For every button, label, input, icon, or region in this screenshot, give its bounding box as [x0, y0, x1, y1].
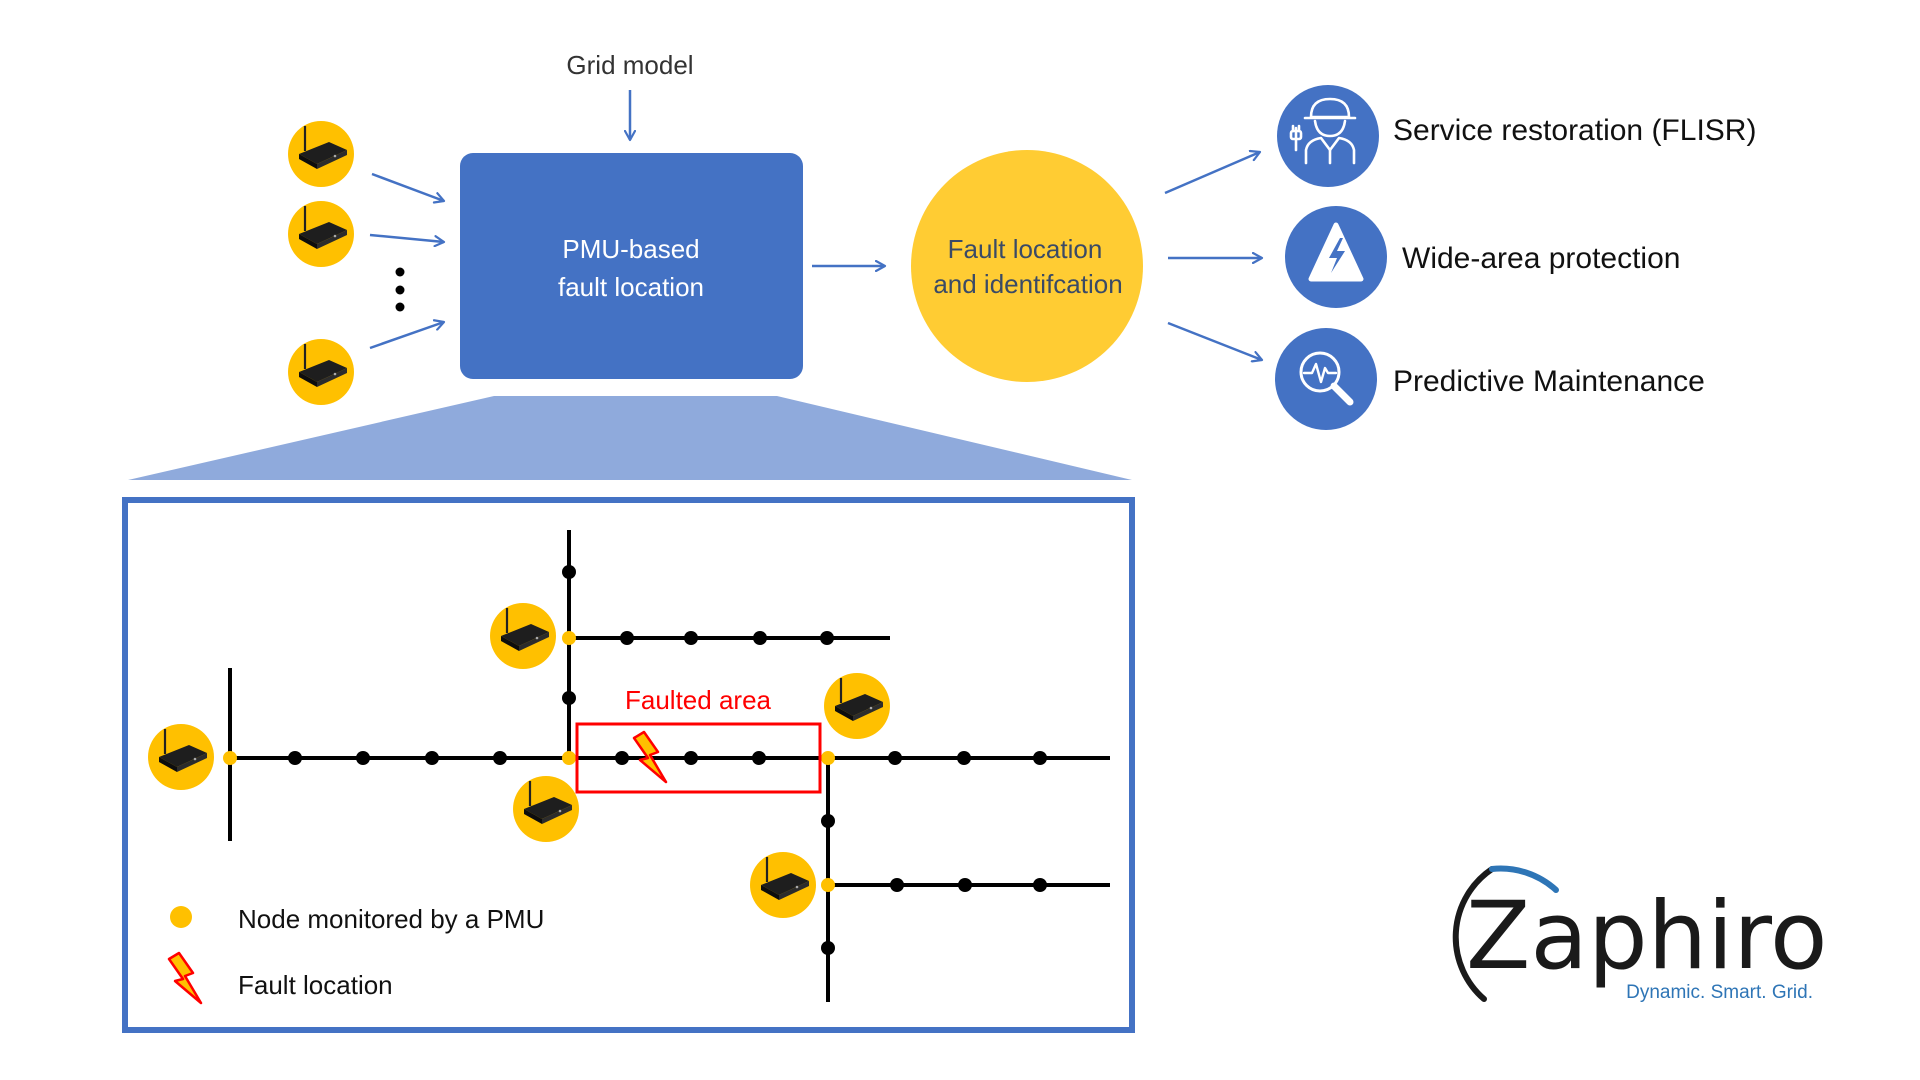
outcome-arrow-1: [1164, 152, 1260, 195]
logo-wordmark: Zaphiro: [1466, 882, 1827, 991]
pmu-device-icon-detail-1: [146, 722, 216, 792]
input-arrow-2: [369, 233, 444, 242]
logo-arc-blue: [1489, 865, 1559, 893]
input-arrow-1: [371, 172, 444, 201]
pmu-device-icon-1: [286, 119, 356, 189]
fault-circle-line2: and identifcation: [933, 269, 1122, 299]
faulted-area-box: [575, 722, 822, 794]
faulted-area-label: Faulted area: [625, 685, 772, 715]
legend-label-fault-location: Fault location: [238, 970, 393, 1000]
detail-panel-frame: [122, 497, 1135, 1033]
logo-tagline: Dynamic. Smart. Grid.: [1626, 982, 1813, 1003]
engineer-icon: [1289, 97, 1357, 165]
pmu-device-icon-detail-3: [511, 774, 581, 844]
outcome-label-1: Service restoration (FLISR): [1393, 114, 1756, 147]
network-nodes: [288, 565, 1047, 955]
input-arrow-3: [369, 322, 444, 350]
pmu-device-icon-3: [286, 337, 356, 407]
zoom-projection: [128, 396, 1132, 480]
pmu-device-icon-detail-2: [488, 601, 558, 671]
pmu-device-icon-detail-4: [822, 671, 892, 741]
pmu-fault-location-box: [460, 153, 803, 379]
outcome-label-3: Predictive Maintenance: [1393, 365, 1705, 398]
grid-model-label: Grid model: [566, 50, 693, 80]
high-voltage-warning-icon: [1308, 222, 1364, 282]
outcome-circle-3: [1275, 328, 1377, 430]
ellipsis-dots: [395, 267, 405, 312]
outcome-label-2: Wide-area protection: [1402, 242, 1680, 275]
pmu-box-line1: PMU-based: [562, 234, 699, 264]
pmu-node-dot-icon: [170, 906, 192, 928]
fault-circle-line1: Fault location: [948, 234, 1103, 264]
magnifier-waveform-icon: [1299, 351, 1354, 406]
outcome-arrow-3: [1167, 321, 1262, 360]
logo-arc-dark: [1452, 866, 1495, 1002]
fault-identification-circle: [911, 150, 1143, 382]
zaphiro-logo: Zaphiro Dynamic. Smart. Grid.: [1452, 865, 1827, 1003]
pmu-box-line2: fault location: [558, 272, 704, 302]
legend-label-pmu-node: Node monitored by a PMU: [238, 904, 544, 934]
pmu-device-icon-2: [286, 199, 356, 269]
pmu-monitored-nodes: [223, 631, 835, 892]
pmu-device-icon-detail-5: [748, 850, 818, 920]
